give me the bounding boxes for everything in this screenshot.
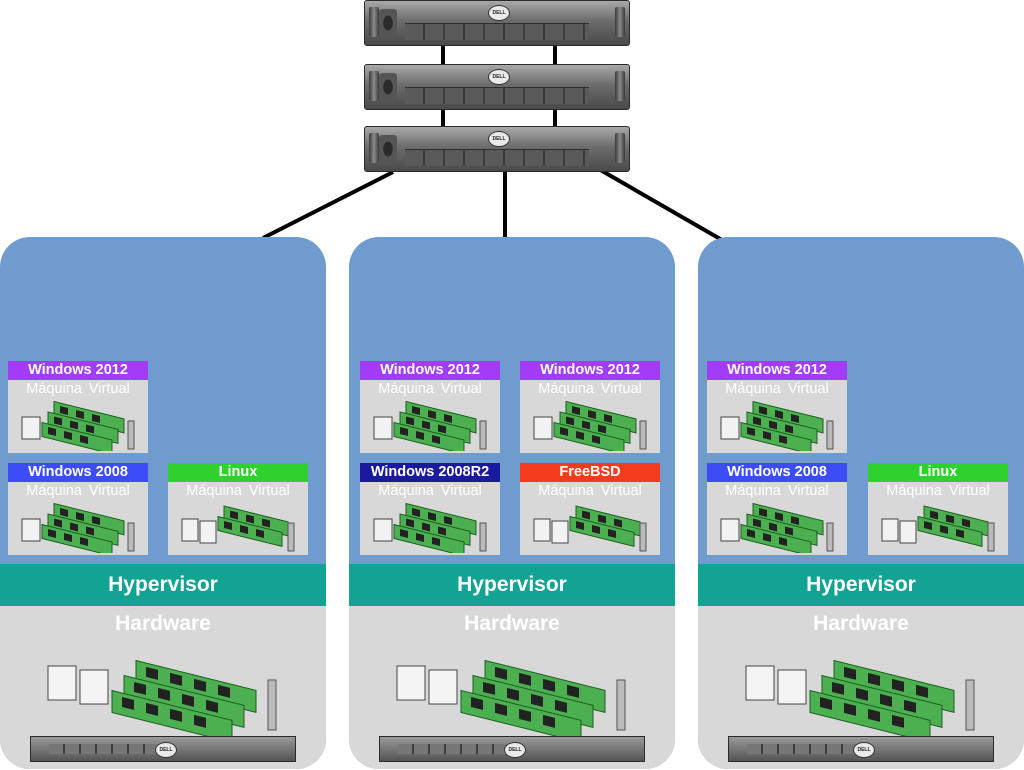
ram-module-icon [21, 400, 135, 451]
host-3: Windows 2012 Máquina Virtual Windows 200… [698, 237, 1024, 769]
cpu-chip-icon [396, 665, 426, 701]
storage-array-icon: DELL [364, 126, 630, 172]
ram-module-icon [47, 659, 277, 736]
vm-card: Windows 2008 Máquina Virtual [8, 463, 148, 555]
vm-os-label: Windows 2008 [8, 463, 148, 482]
ram-module-icon [720, 502, 834, 553]
hardware-label: Hardware [464, 612, 560, 635]
storage-array-icon: DELL [364, 0, 630, 46]
dell-logo: DELL [155, 742, 177, 758]
cpu-chip-icon [47, 665, 77, 701]
cpu-chip-icon [21, 518, 41, 542]
vm-card: Windows 2012 Máquina Virtual [707, 361, 847, 453]
vm-card: Linux Máquina Virtual [168, 463, 308, 555]
dell-logo: DELL [504, 742, 526, 758]
vm-os-label: Linux [168, 463, 308, 482]
cpu-chip-icon [373, 416, 393, 440]
hypervisor-band: Hypervisor [698, 564, 1024, 606]
vm-label: Máquina Virtual [186, 483, 290, 499]
vm-os-label: FreeBSD [520, 463, 660, 482]
vm-label: Máquina Virtual [378, 381, 482, 397]
vm-os-label: Windows 2012 [8, 361, 148, 380]
rack-server-icon: DELL [379, 736, 645, 762]
vm-label: Máquina Virtual [26, 483, 130, 499]
vm-label: Máquina Virtual [538, 483, 642, 499]
rack-server-icon: DELL [728, 736, 994, 762]
hardware-area: Hardware DELL [0, 606, 326, 769]
vm-os-label: Windows 2012 [360, 361, 500, 380]
cpu-chip-icon [199, 520, 217, 544]
host-2: Windows 2012 Máquina Virtual Windows 201… [349, 237, 675, 769]
vm-label: Máquina Virtual [886, 483, 990, 499]
cpu-chip-icon [373, 518, 393, 542]
ram-module-icon [881, 505, 995, 552]
vm-label: Máquina Virtual [725, 483, 829, 499]
vm-card: Windows 2008R2 Máquina Virtual [360, 463, 500, 555]
vm-card: FreeBSD Máquina Virtual [520, 463, 660, 555]
cpu-chip-icon [745, 665, 775, 701]
vm-card: Windows 2012 Máquina Virtual [8, 361, 148, 453]
vm-card: Windows 2008 Máquina Virtual [707, 463, 847, 555]
rack-server-icon: DELL [30, 736, 296, 762]
hardware-label: Hardware [115, 612, 211, 635]
cpu-chip-icon [720, 518, 740, 542]
ram-module-icon [21, 502, 135, 553]
vm-os-label: Windows 2012 [520, 361, 660, 380]
dell-logo: DELL [853, 742, 875, 758]
link-storage-host1 [262, 170, 394, 240]
vm-os-label: Windows 2008 [707, 463, 847, 482]
ram-module-icon [745, 659, 975, 736]
cpu-chip-icon [720, 416, 740, 440]
ram-module-icon [533, 505, 647, 552]
ram-module-icon [720, 400, 834, 451]
vm-card: Windows 2012 Máquina Virtual [520, 361, 660, 453]
vm-card: Windows 2012 Máquina Virtual [360, 361, 500, 453]
vm-card: Linux Máquina Virtual [868, 463, 1008, 555]
vm-label: Máquina Virtual [538, 381, 642, 397]
hardware-area: Hardware DELL [349, 606, 675, 769]
storage-array-icon: DELL [364, 64, 630, 110]
cpu-chip-icon [533, 416, 553, 440]
cpu-chip-icon [21, 416, 41, 440]
hardware-area: Hardware DELL [698, 606, 1024, 769]
host-1: Windows 2012 Máquina Virtual Windows 200… [0, 237, 326, 769]
hardware-label: Hardware [813, 612, 909, 635]
hypervisor-band: Hypervisor [349, 564, 675, 606]
vm-os-label: Windows 2012 [707, 361, 847, 380]
dell-logo: DELL [488, 5, 510, 21]
cpu-chip-icon [533, 518, 551, 542]
ram-module-icon [373, 502, 487, 553]
dell-logo: DELL [488, 69, 510, 85]
cpu-chip-icon [777, 669, 807, 705]
cpu-chip-icon [551, 520, 569, 544]
ram-module-icon [181, 505, 295, 552]
link-storage-host3 [589, 162, 723, 242]
vm-os-label: Linux [868, 463, 1008, 482]
hypervisor-band: Hypervisor [0, 564, 326, 606]
cpu-chip-icon [881, 518, 899, 542]
ram-module-icon [373, 400, 487, 451]
vm-os-label: Windows 2008R2 [360, 463, 500, 482]
ram-module-icon [396, 659, 626, 736]
cpu-chip-icon [428, 669, 458, 705]
ram-module-icon [533, 400, 647, 451]
cpu-chip-icon [79, 669, 109, 705]
vm-label: Máquina Virtual [725, 381, 829, 397]
cpu-chip-icon [181, 518, 199, 542]
cpu-chip-icon [899, 520, 917, 544]
vm-label: Máquina Virtual [26, 381, 130, 397]
vm-label: Máquina Virtual [378, 483, 482, 499]
dell-logo: DELL [488, 131, 510, 147]
